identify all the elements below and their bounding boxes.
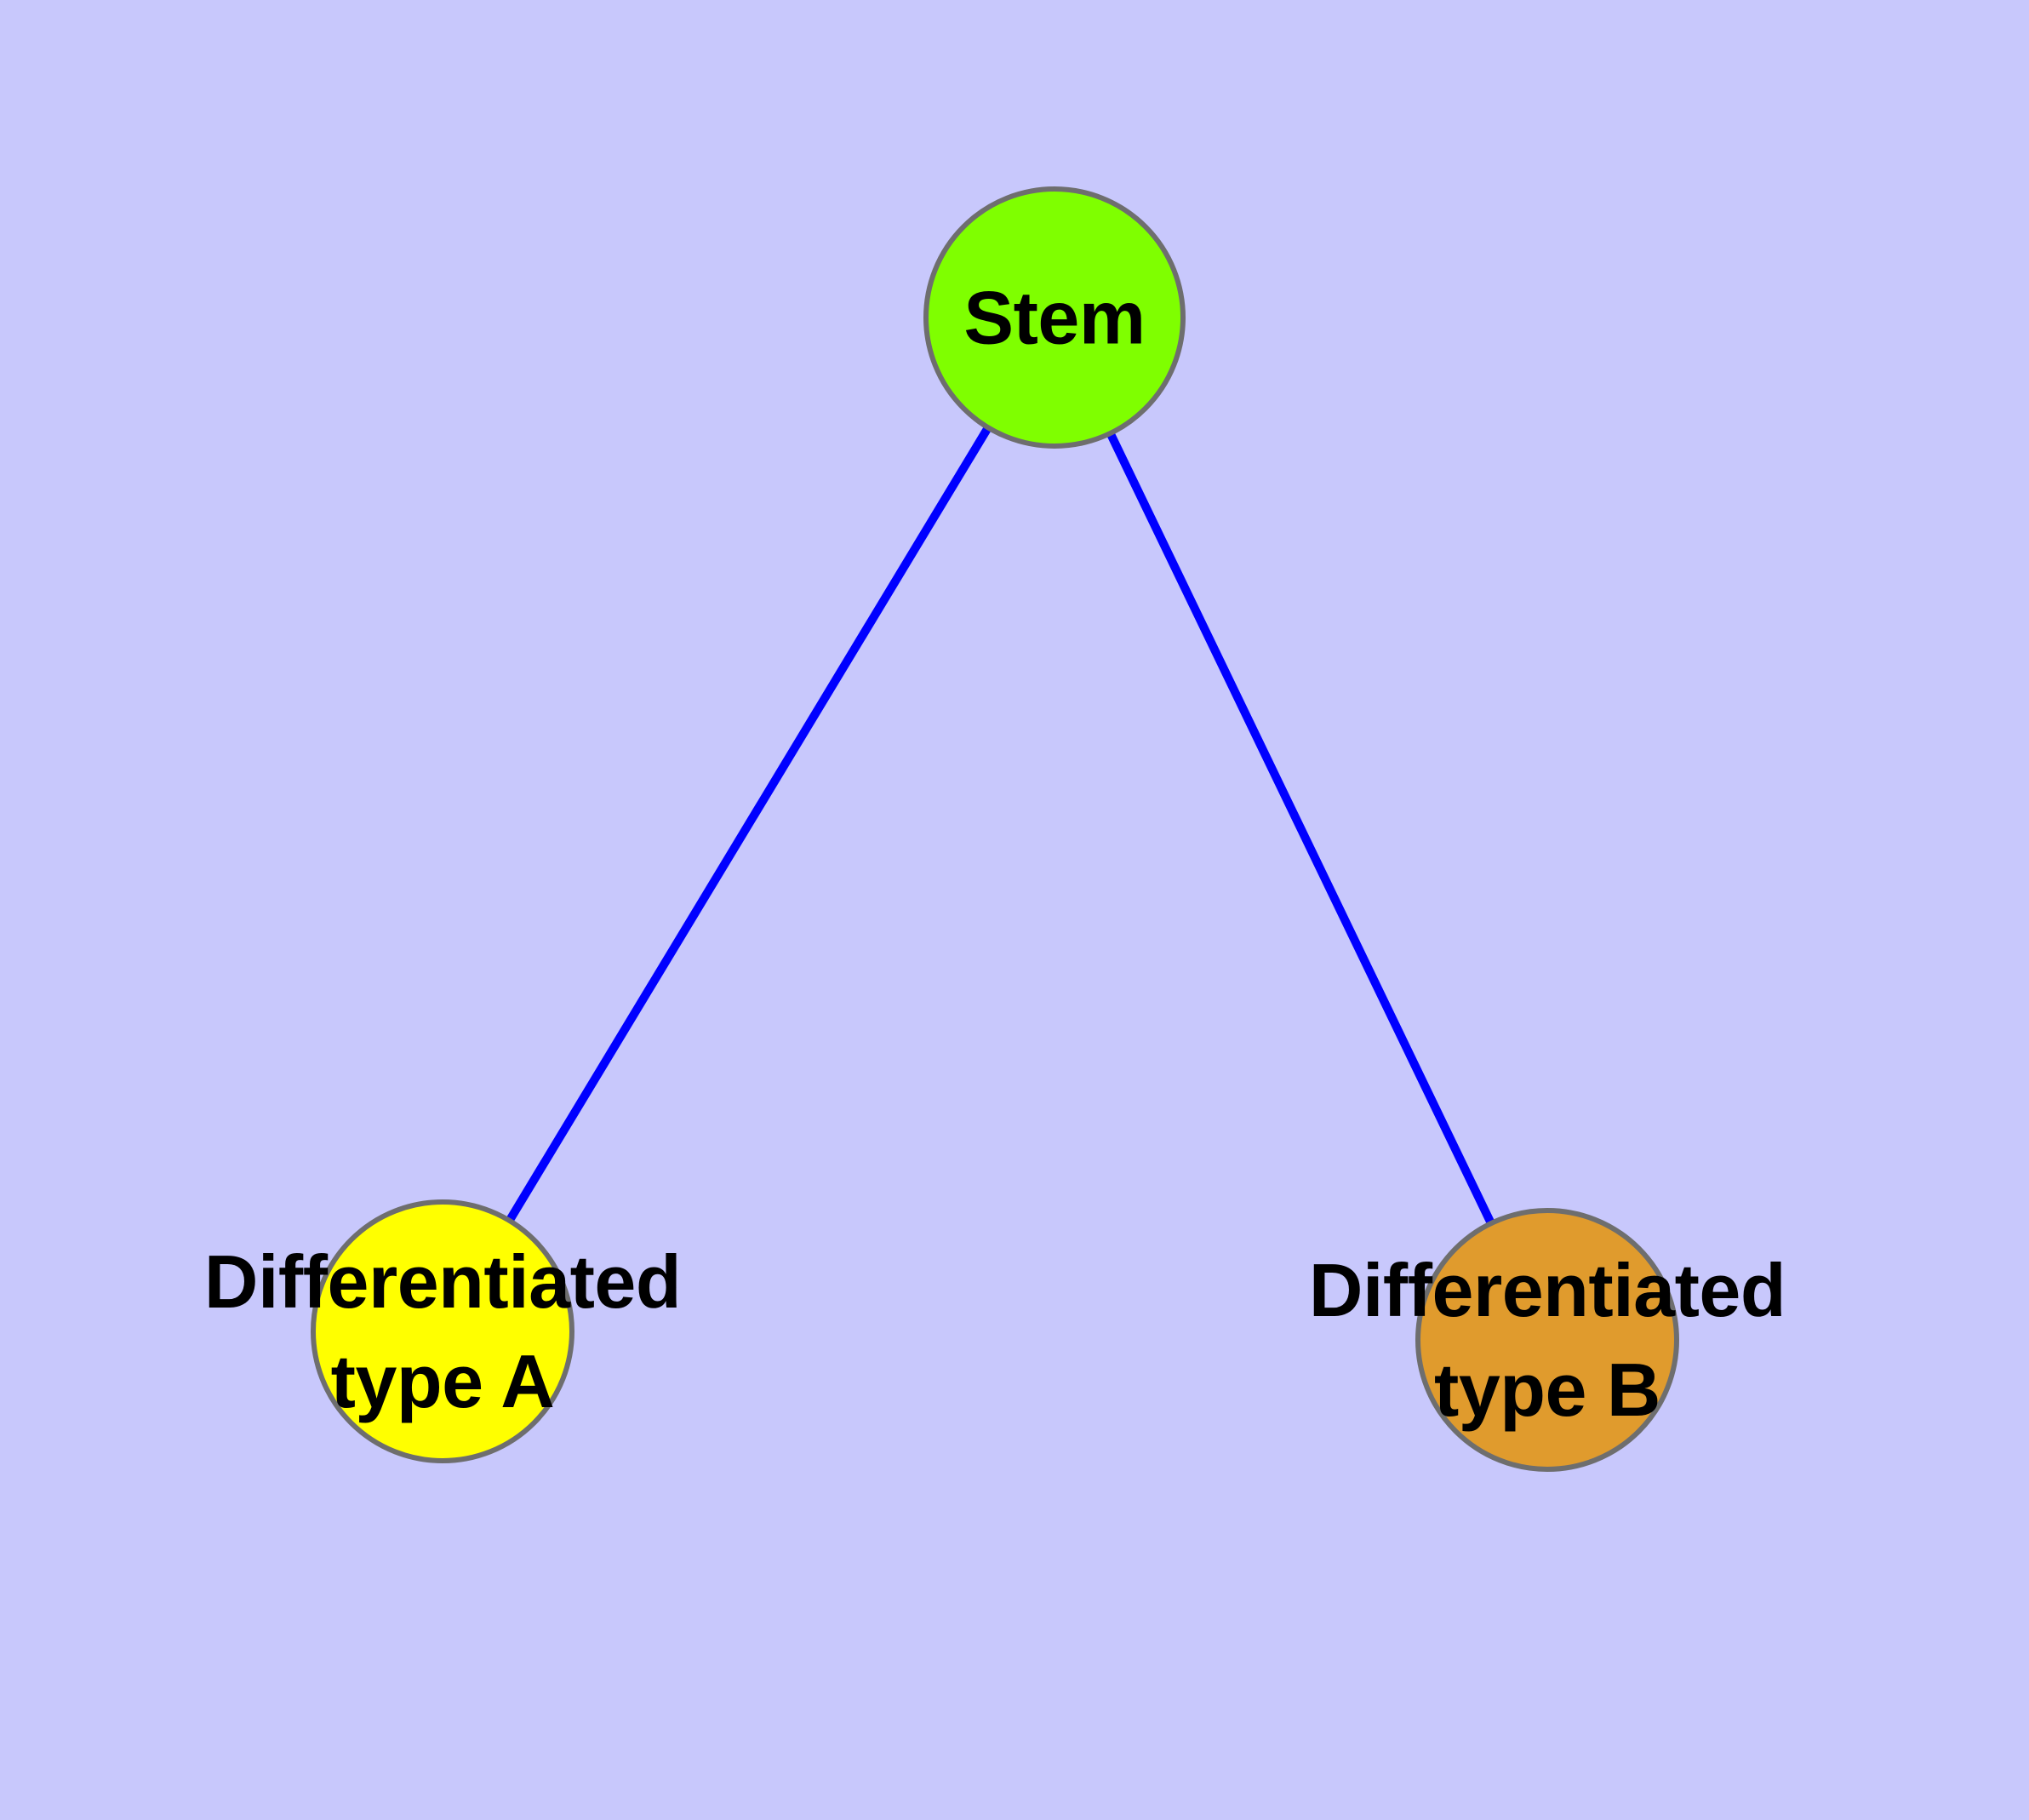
graph-edge-stem-to-a[interactable] xyxy=(506,426,992,1222)
graph-edge-stem-to-b[interactable] xyxy=(1106,432,1495,1224)
graph-node-stem[interactable] xyxy=(923,186,1186,449)
graph-node-diff-b[interactable] xyxy=(1415,1208,1679,1472)
nodes-layer xyxy=(311,186,1679,1472)
graph-node-diff-a[interactable] xyxy=(311,1199,574,1463)
edges-layer xyxy=(506,426,1495,1224)
